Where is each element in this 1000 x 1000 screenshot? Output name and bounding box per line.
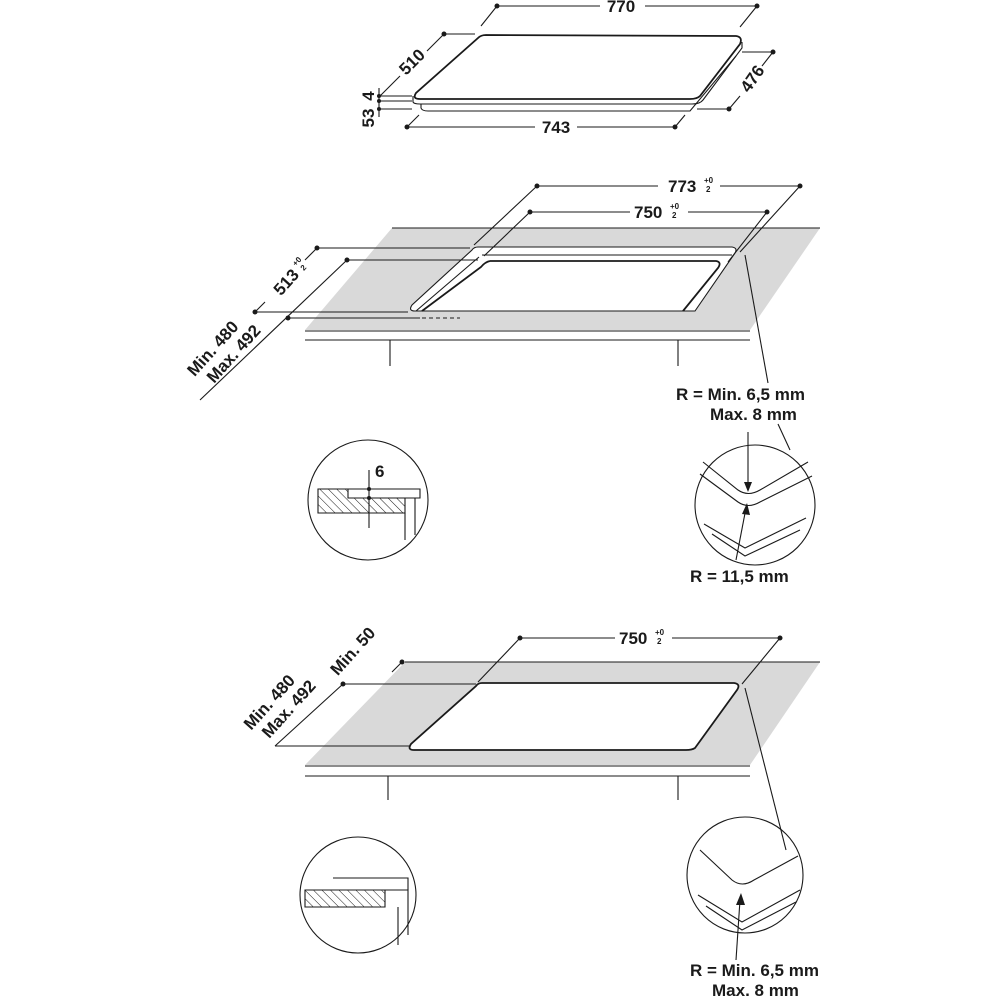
radius-label-max: Max. 8 mm	[710, 405, 797, 424]
radius-label-min: R = Min. 6,5 mm	[676, 385, 805, 404]
dim-773: 773	[668, 177, 696, 196]
inner-radius-label: R = 11,5 mm	[690, 567, 789, 586]
surface-mount-detail-circle	[299, 836, 417, 954]
radius-label-min: R = Min. 6,5 mm	[690, 961, 819, 980]
hob-glass-top	[413, 34, 742, 100]
corner-radius-detail-circle	[686, 816, 804, 961]
dim-743: 743	[542, 118, 570, 137]
dim-53: 53	[359, 109, 378, 128]
step-depth-6: 6	[375, 462, 384, 481]
dim-770: 770	[607, 0, 635, 16]
dim-750-standard: 750	[619, 629, 647, 648]
dim-510: 510	[395, 45, 428, 78]
flush-cutout-view: 773 +0 2 750 +0 2 513 +0 2 Min. 480 Max.…	[183, 176, 820, 586]
hob-body	[420, 55, 737, 112]
hob-dimension-view: 770 510 476 743 4 53	[359, 0, 776, 137]
inner-cutout	[421, 260, 721, 312]
outer-cutout	[410, 246, 737, 312]
cutout	[408, 682, 740, 751]
hob-glass-edge	[412, 42, 743, 105]
dim-4: 4	[359, 91, 378, 101]
dim-750-flush: 750	[634, 203, 662, 222]
tolerance-plus: +0	[704, 176, 714, 185]
tolerance-plus: +0	[670, 202, 680, 211]
tolerance-minus: 2	[706, 185, 711, 194]
standard-cutout-view: 750 +0 2 Min. 50 Min. 480 Max. 492	[240, 624, 820, 1000]
radius-label-max: Max. 8 mm	[712, 981, 799, 1000]
tolerance-minus: 2	[672, 211, 677, 220]
dim-513: 513	[270, 265, 303, 299]
tolerance-minus: 2	[657, 637, 662, 646]
tolerance-plus: +0	[655, 628, 665, 637]
tolerance-minus: 2	[299, 263, 309, 273]
corner-radius-detail-circle	[694, 432, 816, 566]
front-min-label: Min. 50	[327, 624, 380, 680]
dim-476: 476	[737, 62, 769, 96]
step-detail-circle: 6	[307, 439, 429, 561]
